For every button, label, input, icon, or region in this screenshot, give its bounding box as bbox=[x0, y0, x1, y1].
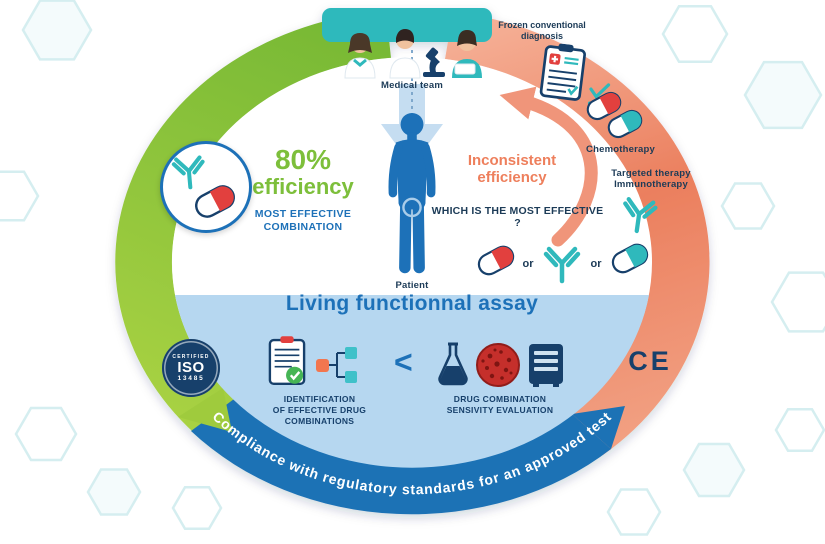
ring-blue-arrowhead bbox=[572, 406, 625, 449]
frozen-diagnosis-label: Frozen conventional diagnosis bbox=[498, 20, 586, 41]
hexagon-decoration bbox=[743, 60, 823, 130]
hexagon-decoration bbox=[774, 407, 825, 453]
targeted-therapy-label: Targeted therapy Immunotherapy bbox=[596, 168, 706, 191]
combination-flowchart-icon bbox=[316, 347, 357, 383]
iso-13485-badge: CERTIFIED ISO 13485 bbox=[162, 339, 220, 397]
immunotherapy-line: Immunotherapy bbox=[614, 179, 688, 191]
hexagon-decoration bbox=[21, 0, 93, 61]
hexagon-decoration bbox=[14, 406, 78, 462]
ring-green-chevron bbox=[178, 388, 232, 432]
most-effective-label: MOST EFFECTIVE COMBINATION bbox=[254, 208, 352, 234]
medical-team-label: Medical team bbox=[380, 80, 444, 91]
hexagon-decoration bbox=[661, 5, 729, 63]
ring-green-segment bbox=[115, 11, 392, 440]
medical-team-illustration bbox=[344, 29, 482, 79]
flow-direction-chevron: < bbox=[394, 344, 413, 380]
incubator-machine-icon bbox=[529, 344, 563, 387]
hexagon-decoration bbox=[171, 485, 223, 531]
hexagon-decoration bbox=[0, 170, 40, 222]
option-antibody-icon bbox=[542, 244, 582, 284]
inconsistent-efficiency-label: Inconsistent efficiency bbox=[467, 152, 557, 187]
patient-label: Patient bbox=[395, 280, 429, 291]
patient-silhouette bbox=[388, 112, 436, 274]
antibody-icon-ring bbox=[618, 194, 661, 237]
inconsistent-cycle-arrow bbox=[499, 86, 598, 247]
diagnosis-clipboard-icon bbox=[539, 43, 586, 101]
chemotherapy-label: Chemotherapy bbox=[586, 144, 655, 155]
hexagon-decoration bbox=[682, 442, 746, 498]
top-banner bbox=[322, 8, 492, 42]
hexagon-decoration bbox=[770, 271, 825, 333]
which-question-label: WHICH IS THE MOST EFFECTIVE ? bbox=[431, 205, 604, 229]
evaluation-caption: DRUG COMBINATION SENSIVITY EVALUATION bbox=[446, 394, 554, 416]
tumor-marker-ring bbox=[402, 197, 422, 218]
efficiency-word: efficiency bbox=[252, 173, 354, 199]
or-label-1: or bbox=[522, 258, 534, 270]
antibody-icon-magnifier bbox=[169, 152, 208, 191]
ring-blue-segment bbox=[191, 399, 611, 515]
targeted-therapy-line: Targeted therapy bbox=[611, 168, 691, 179]
hexagon-decoration bbox=[86, 468, 142, 516]
magnifier-combination-icon bbox=[160, 141, 252, 233]
petri-dish-icon bbox=[476, 343, 520, 387]
assay-title: Living functionnal assay bbox=[285, 292, 539, 315]
or-label-2: or bbox=[590, 258, 602, 270]
flask-icon bbox=[438, 342, 468, 386]
hexagon-decoration bbox=[606, 488, 662, 536]
ce-mark: CE bbox=[628, 346, 672, 376]
hexagon-decoration bbox=[720, 182, 776, 230]
identification-caption: IDENTIFICATION OF EFFECTIVE DRUG COMBINA… bbox=[272, 394, 367, 427]
ring-orange-segment bbox=[445, 12, 710, 455]
identification-clipboard-icon bbox=[268, 336, 306, 385]
efficiency-block: 80% efficiency bbox=[238, 144, 368, 199]
efficiency-value: 80% bbox=[274, 144, 332, 175]
